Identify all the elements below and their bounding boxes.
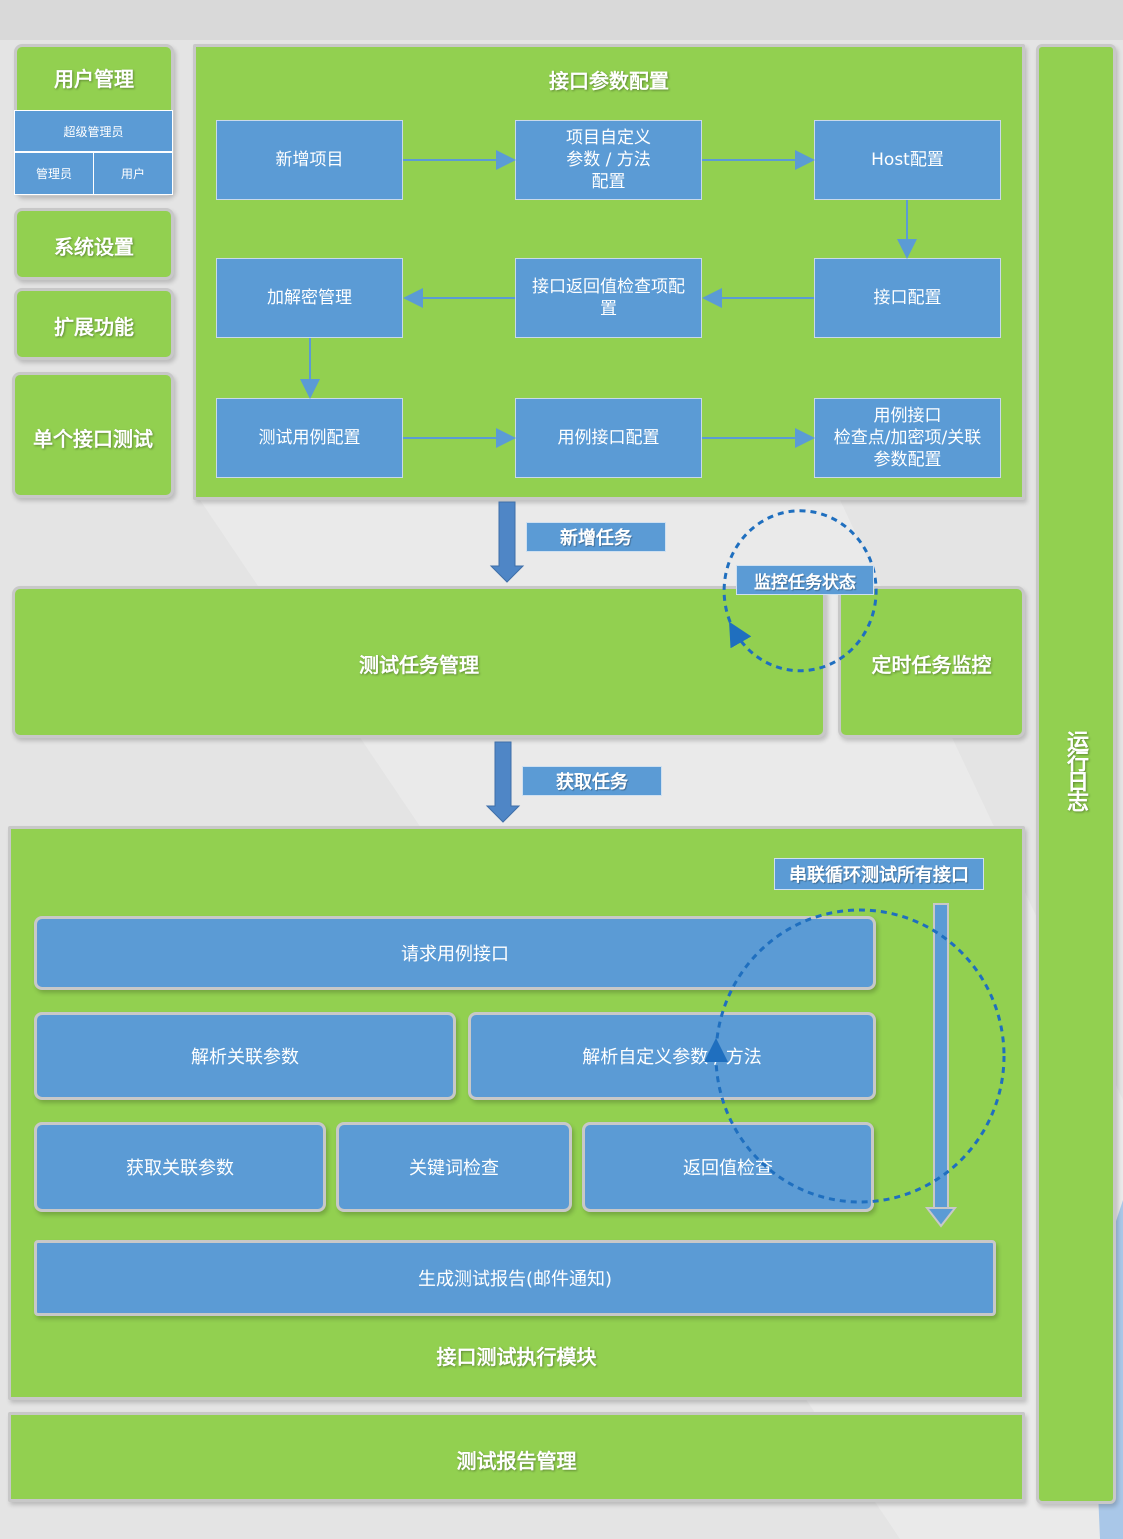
- fetch-task-label: 获取任务: [522, 766, 662, 796]
- single-api-test-block[interactable]: 单个接口测试: [12, 372, 174, 498]
- big-arrow-new-task: [489, 501, 525, 583]
- parse-custom-box[interactable]: 解析自定义参数 / 方法: [468, 1012, 876, 1100]
- case-checkpoint-box[interactable]: 用例接口 检查点/加密项/关联 参数配置: [814, 398, 1001, 478]
- case-api-config-box[interactable]: 用例接口配置: [515, 398, 702, 478]
- super-admin-box[interactable]: 超级管理员: [14, 110, 173, 152]
- extensions-block[interactable]: 扩展功能: [14, 288, 174, 360]
- api-config-panel-title: 接口参数配置: [549, 69, 669, 93]
- testcase-config-box[interactable]: 测试用例配置: [216, 398, 403, 478]
- task-management-title: 测试任务管理: [359, 653, 479, 677]
- user-box[interactable]: 用户: [93, 152, 173, 195]
- project-custom-box[interactable]: 项目自定义 参数 / 方法 配置: [515, 120, 702, 200]
- monitor-status-label: 监控任务状态: [736, 565, 874, 595]
- system-settings-title: 系统设置: [54, 235, 134, 259]
- task-management-block[interactable]: 测试任务管理: [12, 586, 826, 738]
- report-management-title: 测试报告管理: [456, 1449, 577, 1473]
- timer-monitor-block[interactable]: 定时任务监控: [838, 586, 1025, 738]
- single-api-test-title: 单个接口测试: [33, 427, 153, 451]
- return-value-check-box[interactable]: 返回值检查: [582, 1122, 874, 1212]
- new-task-label: 新增任务: [526, 522, 666, 552]
- report-management-block[interactable]: 测试报告管理: [8, 1412, 1025, 1502]
- system-settings-block[interactable]: 系统设置: [14, 208, 174, 280]
- encrypt-mgmt-box[interactable]: 加解密管理: [216, 258, 403, 338]
- api-config-box[interactable]: 接口配置: [814, 258, 1001, 338]
- get-relation-box[interactable]: 获取关联参数: [34, 1122, 326, 1212]
- exec-module-title: 接口测试执行模块: [436, 1345, 597, 1369]
- gen-report-box[interactable]: 生成测试报告(邮件通知): [34, 1240, 996, 1316]
- return-check-box[interactable]: 接口返回值检查项配 置: [515, 258, 702, 338]
- parse-relation-box[interactable]: 解析关联参数: [34, 1012, 456, 1100]
- keyword-check-box[interactable]: 关键词检查: [336, 1122, 572, 1212]
- run-log-block[interactable]: 运行日志: [1036, 44, 1116, 1504]
- new-project-box[interactable]: 新增项目: [216, 120, 403, 200]
- big-arrow-fetch-task: [485, 741, 521, 823]
- host-config-box[interactable]: Host配置: [814, 120, 1001, 200]
- serial-loop-label: 串联循环测试所有接口: [774, 858, 984, 890]
- user-management-title: 用户管理: [54, 67, 134, 91]
- run-log-title: 运行日志: [1063, 730, 1088, 810]
- timer-monitor-title: 定时任务监控: [871, 653, 992, 677]
- request-case-box[interactable]: 请求用例接口: [34, 916, 876, 990]
- extensions-title: 扩展功能: [54, 315, 134, 339]
- admin-box[interactable]: 管理员: [14, 152, 94, 195]
